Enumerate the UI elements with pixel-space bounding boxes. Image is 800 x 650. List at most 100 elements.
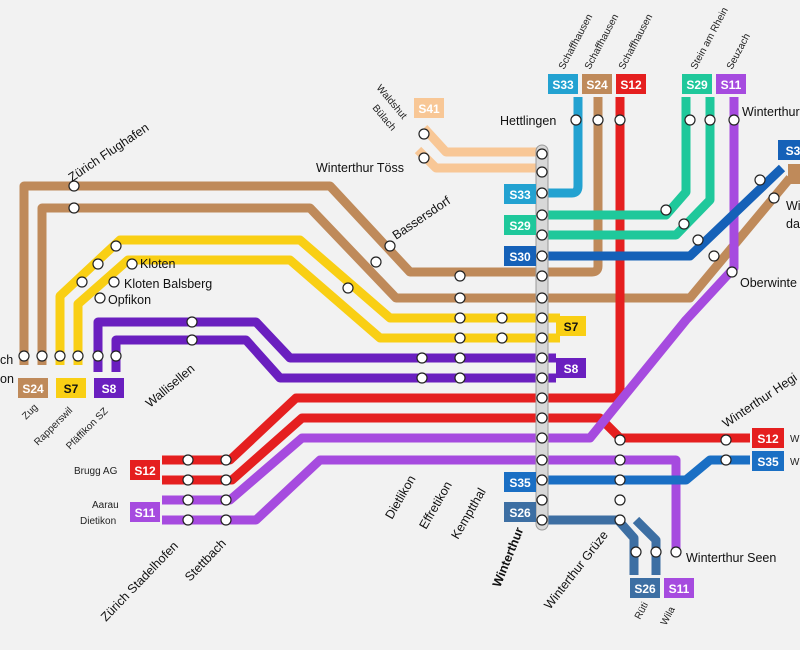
station-node[interactable] — [708, 250, 720, 262]
station-node[interactable] — [92, 258, 104, 270]
station-node[interactable] — [570, 114, 582, 126]
station-node[interactable] — [416, 372, 428, 384]
badge-s26-bottom[interactable]: S26 — [630, 578, 660, 598]
station-node[interactable] — [536, 250, 548, 262]
station-node[interactable] — [536, 432, 548, 444]
station-node[interactable] — [614, 474, 626, 486]
station-node[interactable] — [108, 276, 120, 288]
station-node[interactable] — [536, 392, 548, 404]
station-node[interactable] — [660, 204, 672, 216]
station-node[interactable] — [126, 258, 138, 270]
station-node[interactable] — [182, 454, 194, 466]
badge-s11-top[interactable]: S11 — [716, 74, 746, 94]
station-node[interactable] — [614, 514, 626, 526]
station-node[interactable] — [68, 180, 80, 192]
station-node[interactable] — [536, 352, 548, 364]
station-node[interactable] — [536, 312, 548, 324]
station-node[interactable] — [536, 494, 548, 506]
badge-s11-left[interactable]: S11 — [130, 502, 160, 522]
station-node[interactable] — [36, 350, 48, 362]
station-node[interactable] — [186, 316, 198, 328]
station-node[interactable] — [72, 350, 84, 362]
station-node[interactable] — [110, 350, 122, 362]
station-node[interactable] — [536, 454, 548, 466]
station-node[interactable] — [454, 312, 466, 324]
station-node[interactable] — [370, 256, 382, 268]
station-node[interactable] — [496, 312, 508, 324]
badge-s8-left[interactable]: S8 — [94, 378, 124, 398]
station-node[interactable] — [536, 474, 548, 486]
badge-s8-right[interactable]: S8 — [556, 358, 586, 378]
station-node[interactable] — [726, 266, 738, 278]
station-node[interactable] — [418, 128, 430, 140]
station-node[interactable] — [536, 514, 548, 526]
station-node[interactable] — [220, 454, 232, 466]
badge-s11-bottom[interactable]: S11 — [664, 578, 694, 598]
station-node[interactable] — [536, 372, 548, 384]
station-node[interactable] — [454, 352, 466, 364]
badge-s35-right[interactable]: S35 — [752, 451, 784, 471]
station-node[interactable] — [182, 494, 194, 506]
badge-s24-top[interactable]: S24 — [582, 74, 612, 94]
badge-s33-top[interactable]: S33 — [548, 74, 578, 94]
station-node[interactable] — [536, 166, 548, 178]
station-node[interactable] — [92, 350, 104, 362]
station-node[interactable] — [94, 292, 106, 304]
station-node[interactable] — [186, 334, 198, 346]
station-node[interactable] — [76, 276, 88, 288]
station-node[interactable] — [536, 148, 548, 160]
station-node[interactable] — [650, 546, 662, 558]
station-node[interactable] — [536, 270, 548, 282]
station-node[interactable] — [110, 240, 122, 252]
station-node[interactable] — [384, 240, 396, 252]
badge-s29[interactable]: S29 — [504, 215, 536, 235]
station-node[interactable] — [536, 332, 548, 344]
station-node[interactable] — [728, 114, 740, 126]
station-node[interactable] — [614, 454, 626, 466]
station-node[interactable] — [614, 114, 626, 126]
badge-s26[interactable]: S26 — [504, 502, 536, 522]
station-node[interactable] — [754, 174, 766, 186]
badge-s12-left[interactable]: S12 — [130, 460, 160, 480]
station-node[interactable] — [684, 114, 696, 126]
badge-s30[interactable]: S30 — [504, 246, 536, 266]
badge-s29-top[interactable]: S29 — [682, 74, 712, 94]
station-node[interactable] — [670, 546, 682, 558]
station-node[interactable] — [592, 114, 604, 126]
station-node[interactable] — [768, 192, 780, 204]
station-node[interactable] — [220, 474, 232, 486]
badge-s35[interactable]: S35 — [504, 472, 536, 492]
station-node[interactable] — [630, 546, 642, 558]
station-node[interactable] — [416, 352, 428, 364]
station-node[interactable] — [720, 434, 732, 446]
station-node[interactable] — [536, 292, 548, 304]
station-node[interactable] — [220, 494, 232, 506]
station-node[interactable] — [692, 234, 704, 246]
station-node[interactable] — [418, 152, 430, 164]
station-node[interactable] — [342, 282, 354, 294]
station-node[interactable] — [614, 434, 626, 446]
station-node[interactable] — [454, 372, 466, 384]
station-node[interactable] — [536, 229, 548, 241]
station-node[interactable] — [454, 332, 466, 344]
badge-s24-left[interactable]: S24 — [18, 378, 48, 398]
station-node[interactable] — [182, 474, 194, 486]
badge-s7-left[interactable]: S7 — [56, 378, 86, 398]
station-node[interactable] — [614, 494, 626, 506]
badge-s33[interactable]: S33 — [504, 184, 536, 204]
station-node[interactable] — [220, 514, 232, 526]
station-node[interactable] — [720, 454, 732, 466]
station-node[interactable] — [678, 218, 690, 230]
badge-s12-right[interactable]: S12 — [752, 428, 784, 448]
station-node[interactable] — [536, 412, 548, 424]
station-node[interactable] — [182, 514, 194, 526]
station-node[interactable] — [18, 350, 30, 362]
station-node[interactable] — [536, 187, 548, 199]
station-node[interactable] — [536, 209, 548, 221]
station-node[interactable] — [496, 332, 508, 344]
station-node[interactable] — [54, 350, 66, 362]
badge-s41[interactable]: S41 — [414, 98, 444, 118]
badge-s3-right[interactable]: S3 — [778, 140, 800, 160]
badge-s12-top[interactable]: S12 — [616, 74, 646, 94]
station-node[interactable] — [454, 270, 466, 282]
